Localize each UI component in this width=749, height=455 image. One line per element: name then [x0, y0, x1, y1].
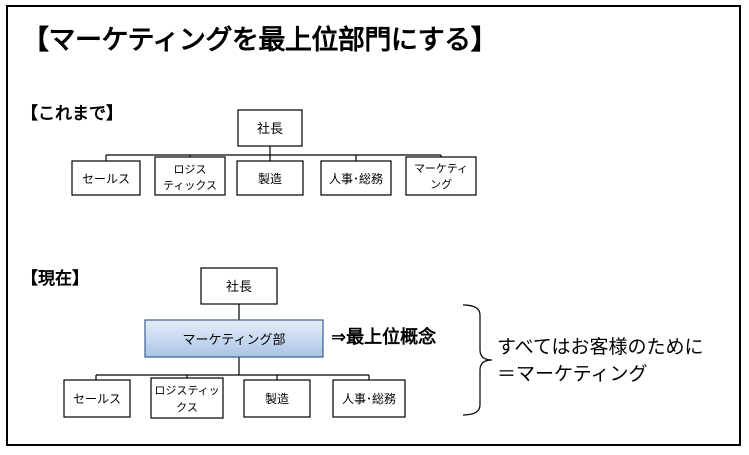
org-box-dept-hr-admin: 人事･総務 [320, 160, 392, 196]
slide-title: 【マーケティングを最上位部門にする】 [22, 25, 498, 56]
box-label: 人事･総務 [342, 392, 396, 406]
slogan-line-1: すべてはお客様のために [497, 336, 704, 358]
org-box-president: 社長 [200, 267, 278, 305]
curly-brace [462, 304, 493, 416]
box-label: 社長 [226, 279, 252, 295]
box-label: 人事･総務 [329, 172, 383, 186]
box-label: 製造 [258, 172, 282, 186]
top-level-note: ⇒最上位概念 [331, 327, 437, 348]
slogan: すべてはお客様のために ＝マーケティング [497, 334, 704, 388]
section-label-now: 【現在】 [21, 269, 89, 289]
box-label-line2: クス [176, 401, 198, 414]
box-label: 社長 [257, 121, 283, 137]
org-box-dept-marketing: マーケティ ング [405, 156, 477, 196]
org-box-dept-manufacturing: 製造 [243, 379, 311, 418]
box-label: 製造 [265, 392, 289, 406]
section-label-before: 【これまで】 [21, 104, 123, 124]
org-box-president: 社長 [237, 109, 303, 147]
box-label: マーケティング部 [183, 333, 286, 348]
org-box-dept-sales: セールス [63, 379, 131, 418]
box-label-line2: ティックス [163, 179, 217, 192]
org-chart-now: 社長 マーケティング部 セールス ロジスティッ クス 製造 人事･総務 [63, 267, 406, 419]
box-label-line1: ロジス [174, 163, 207, 176]
box-label: セールス [82, 172, 130, 186]
org-box-dept-logistics: ロジス ティックス [154, 156, 226, 196]
org-box-marketing-division: マーケティング部 [144, 319, 324, 358]
connector-lines [95, 304, 370, 380]
org-box-dept-sales: セールス [71, 160, 141, 196]
slogan-line-2: ＝マーケティング [497, 363, 648, 385]
org-box-dept-logistics: ロジスティッ クス [150, 377, 224, 419]
slide-frame [6, 5, 741, 446]
box-label: セールス [73, 392, 121, 406]
org-chart-before: 社長 セールス ロジス ティックス 製造 人事･総務 マーケティ ング [71, 109, 477, 196]
box-label-line2: ング [430, 177, 452, 191]
org-box-dept-manufacturing: 製造 [236, 160, 304, 196]
box-label-line1: マーケティ [414, 162, 468, 175]
box-label-line1: ロジスティッ [154, 384, 219, 397]
org-box-dept-hr-admin: 人事･総務 [332, 379, 406, 418]
